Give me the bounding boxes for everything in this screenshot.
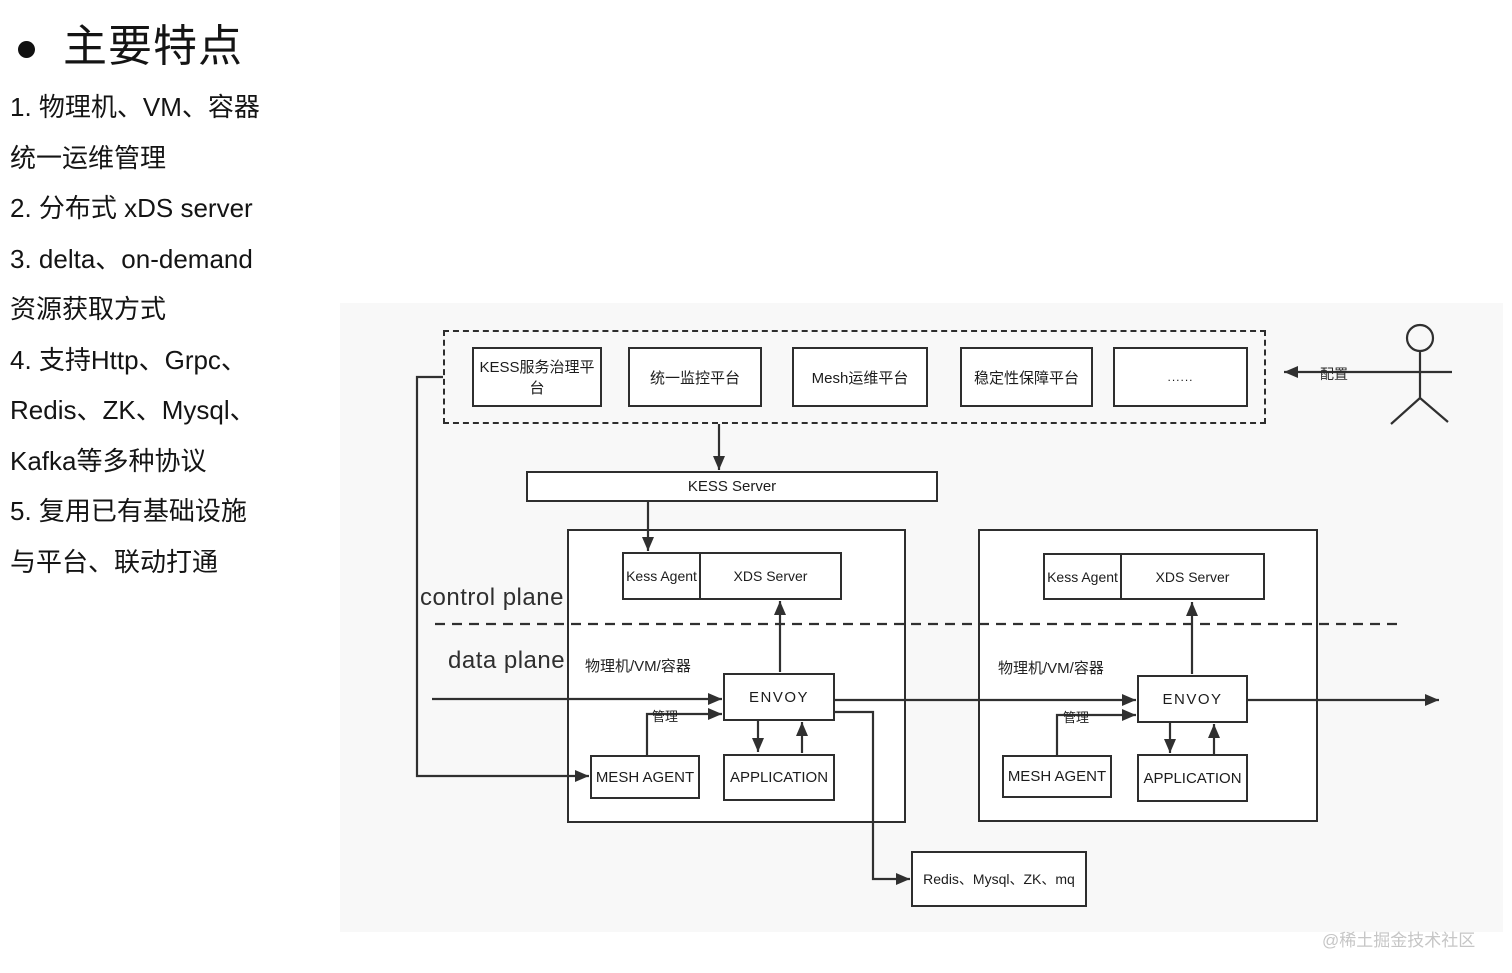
agent-unit-left: Kess Agent XDS Server (622, 552, 842, 600)
agent-unit-right: Kess Agent XDS Server (1043, 553, 1265, 600)
host-type-label-right: 物理机/VM/容器 (998, 660, 1104, 677)
platform-box-more: ...... (1113, 347, 1248, 407)
kess-agent-box-left: Kess Agent (624, 554, 701, 598)
data-plane-label: data plane (448, 647, 566, 674)
feature-line: 2. 分布式 xDS server (10, 193, 253, 223)
feature-line: 5. 复用已有基础设施 (10, 496, 247, 526)
xds-server-box-left: XDS Server (733, 568, 808, 584)
control-plane-label: control plane (420, 584, 564, 611)
feature-line: 统一运维管理 (10, 142, 167, 173)
feature-line: Kafka等多种协议 (10, 445, 207, 476)
platform-box-kess-governance: KESS服务治理平台 (472, 347, 602, 407)
manage-label-left: 管理 (652, 709, 679, 724)
arrow-envoy-to-backend (835, 710, 910, 885)
feature-line: 与平台、联动打通 (10, 546, 219, 577)
feature-line: 资源获取方式 (10, 294, 167, 324)
host-type-label-left: 物理机/VM/容器 (585, 658, 691, 675)
feature-list: 1. 物理机、VM、容器 统一运维管理 2. 分布式 xDS server 3.… (10, 82, 340, 587)
arrow-manage-left (645, 708, 722, 755)
platform-group-box (443, 330, 1266, 424)
platform-box-mesh-ops: Mesh运维平台 (792, 347, 928, 407)
manage-label-right: 管理 (1063, 710, 1090, 725)
bullet-icon (18, 40, 35, 58)
application-box-right: APPLICATION (1137, 754, 1248, 802)
user-actor-icon (1390, 323, 1449, 425)
page-title: 主要特点 (63, 22, 243, 71)
feature-line: 4. 支持Http、Grpc、 (10, 344, 247, 375)
backend-box: Redis、Mysql、ZK、mq (911, 851, 1087, 907)
arrow-platforms-to-mesh-agent (415, 375, 589, 782)
arrow-manage-right (1055, 709, 1136, 755)
kess-server-box: KESS Server (526, 471, 938, 502)
xds-server-box-right: XDS Server (1155, 568, 1230, 585)
watermark: @稀土掘金技术社区 (1322, 931, 1476, 950)
mesh-agent-box-right: MESH AGENT (1002, 755, 1112, 798)
envoy-box-right: ENVOY (1137, 675, 1248, 723)
title-row: 主要特点 (12, 10, 243, 74)
feature-line: 3. delta、on-demand (10, 243, 253, 274)
platform-box-monitoring: 统一监控平台 (628, 347, 762, 407)
mesh-agent-box-left: MESH AGENT (590, 755, 700, 799)
application-box-left: APPLICATION (723, 754, 835, 801)
config-label: 配置 (1320, 366, 1348, 382)
feature-line: 1. 物理机、VM、容器 (10, 92, 260, 122)
platform-box-stability: 稳定性保障平台 (960, 347, 1093, 407)
kess-agent-box-right: Kess Agent (1045, 555, 1122, 598)
envoy-box-left: ENVOY (723, 673, 835, 721)
feature-line: Redis、ZK、Mysql、 (10, 395, 256, 425)
